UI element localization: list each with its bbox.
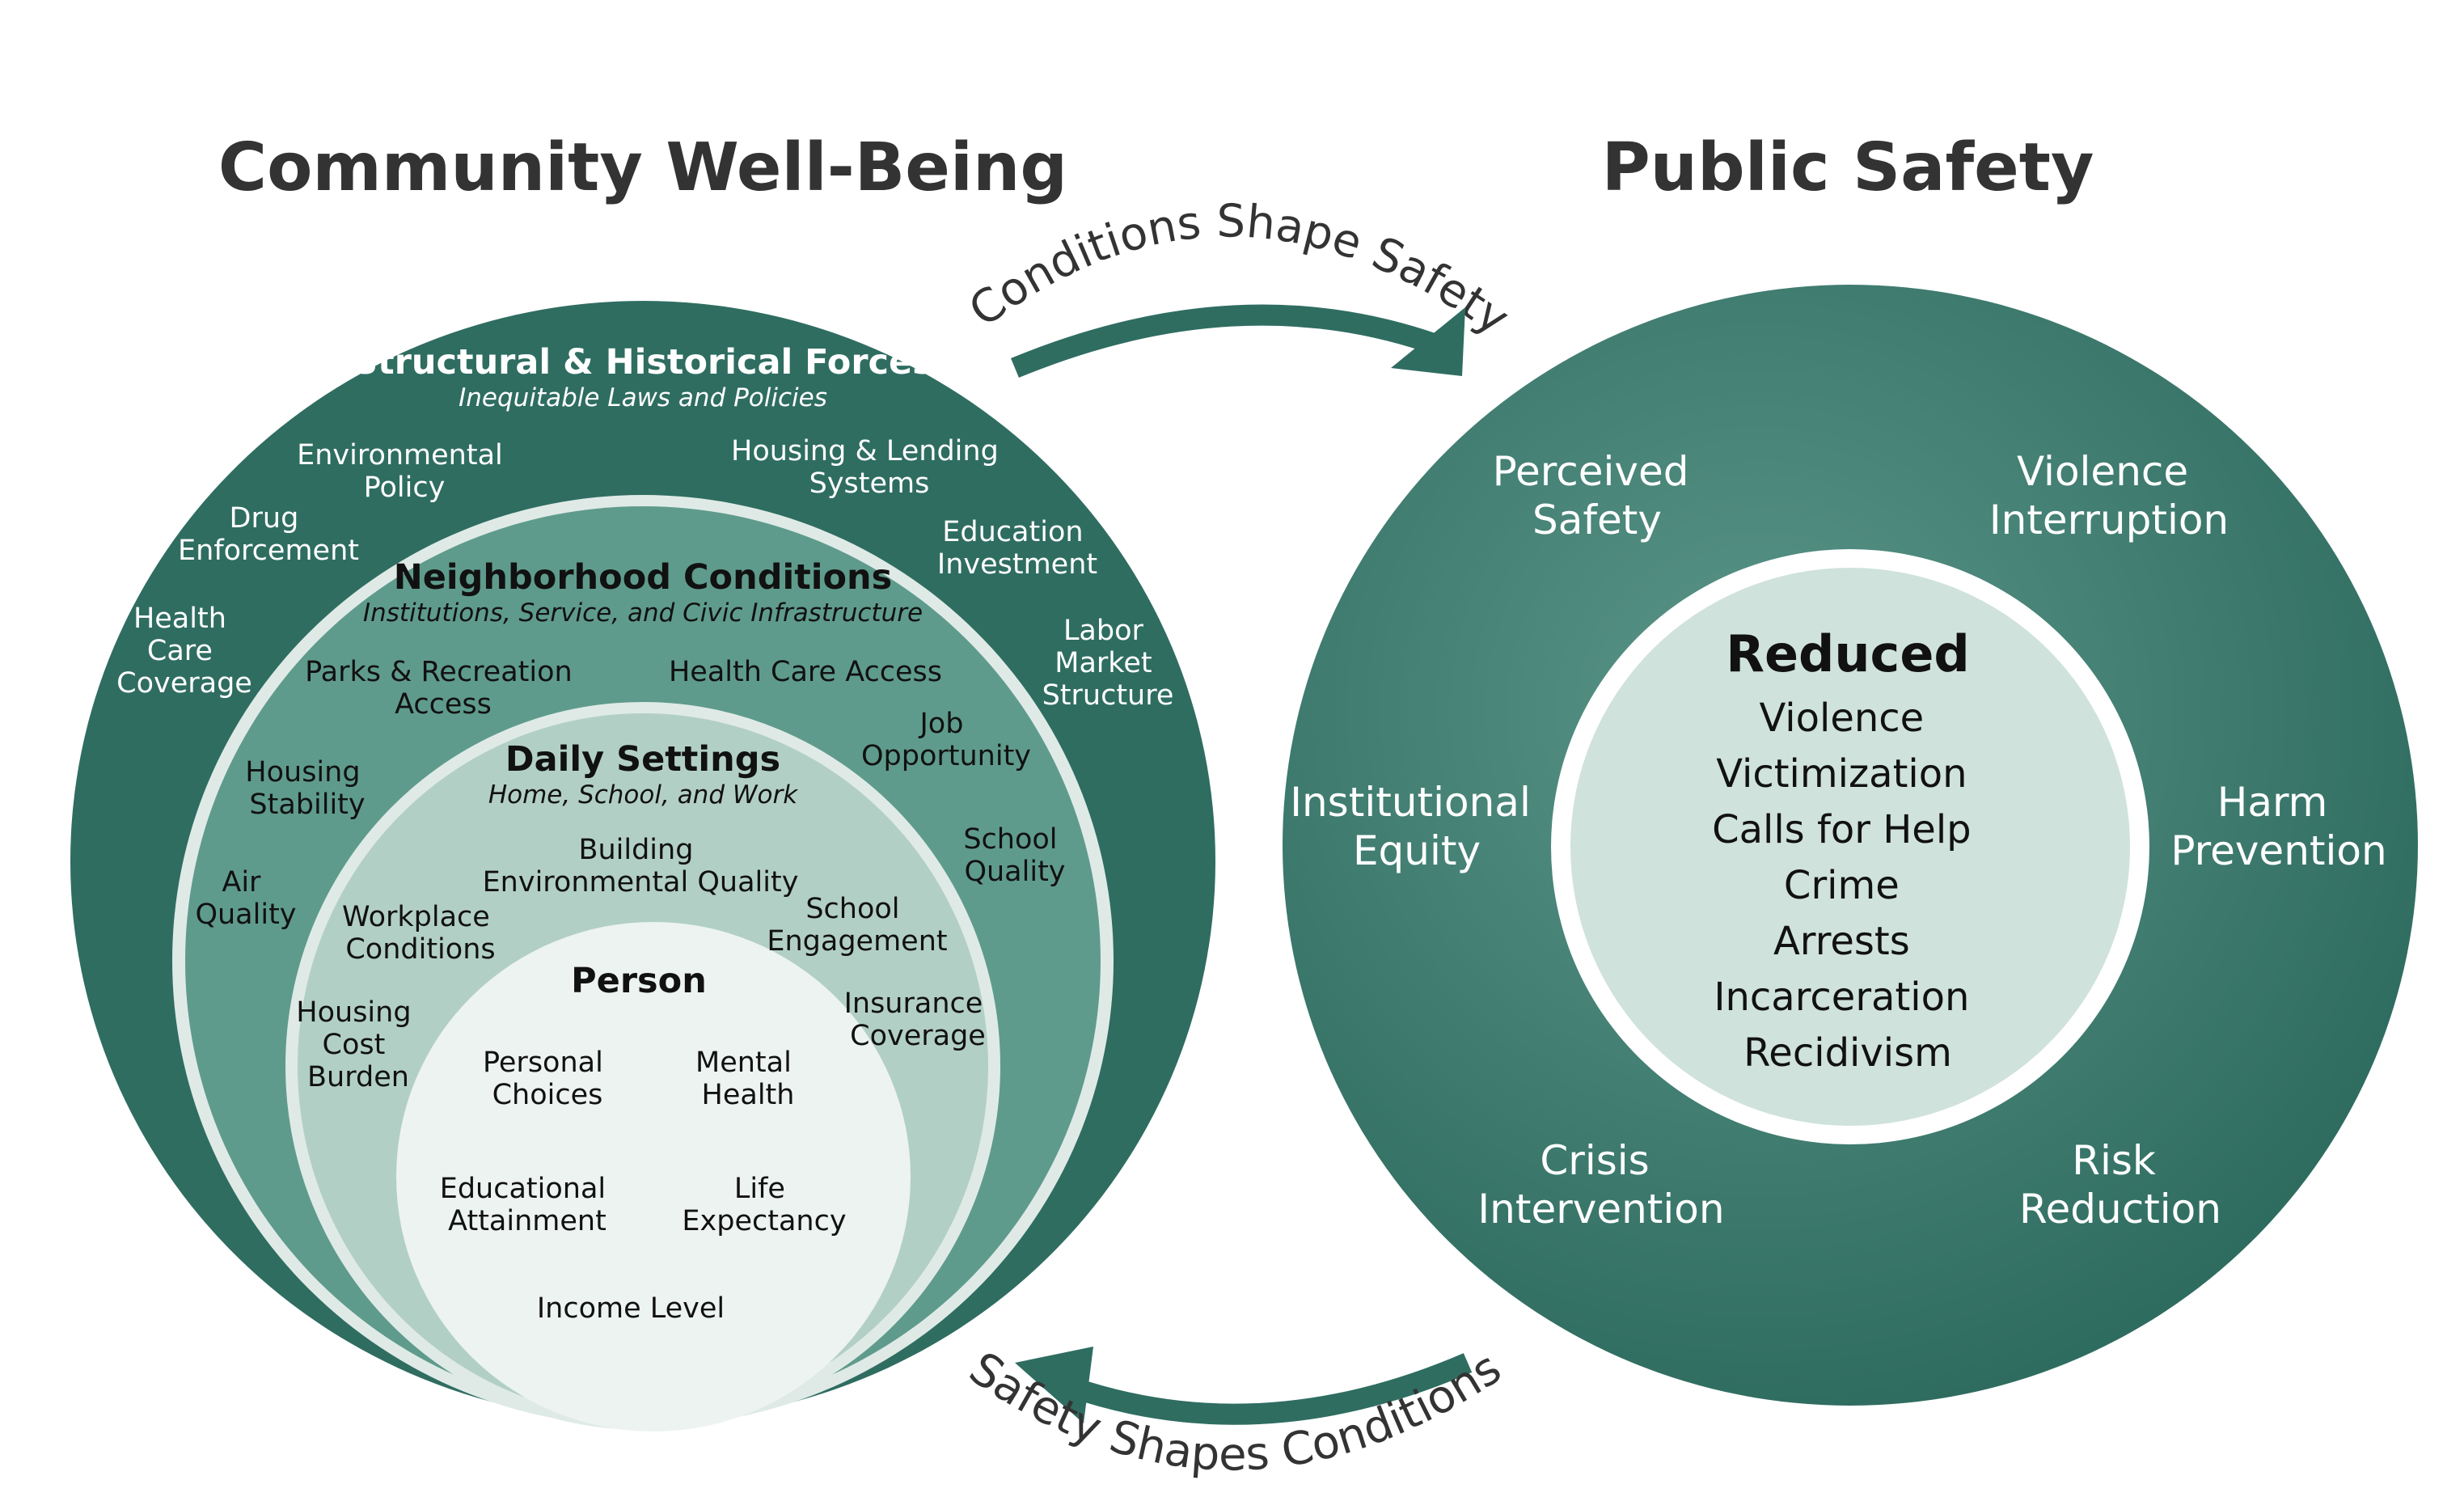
label-school-engagement: School Engagement — [767, 893, 947, 958]
reduced-item-victimization: Victimization — [1716, 751, 1967, 797]
reduced-items-list: Violence Victimization Calls for Help Cr… — [1712, 696, 1984, 1076]
label-housing-cost-burden: Housing Cost Burden — [296, 996, 420, 1093]
reduced-circle — [1570, 568, 2130, 1126]
label-workplace-conditions: Workplace Conditions — [342, 901, 499, 966]
label-labor-market-structure: Labor Market Structure — [1042, 615, 1174, 712]
label-harm-prevention: Harm Prevention — [2170, 779, 2386, 874]
label-perceived-safety: Perceived Safety — [1493, 448, 1702, 543]
arc-top-arrowhead-icon — [1391, 307, 1465, 376]
reduced-item-violence: Violence — [1760, 696, 1925, 741]
arc-bottom-arrowhead-icon — [1015, 1347, 1093, 1423]
label-parks-recreation-access: Parks & Recreation Access — [305, 656, 581, 721]
label-air-quality: Air Quality — [195, 866, 296, 931]
neighborhood-conditions-subtitle: Institutions, Service, and Civic Infrast… — [363, 598, 923, 628]
label-educational-attainment: Educational Attainment — [440, 1173, 615, 1237]
label-health-care-coverage: Health Care Coverage — [116, 603, 252, 700]
label-income-level: Income Level — [537, 1292, 725, 1325]
label-drug-enforcement: Drug Enforcement — [178, 502, 359, 567]
structural-forces-title: Structural & Historical Forces — [353, 342, 933, 383]
person-circle — [396, 922, 911, 1431]
public-safety-diagram — [1283, 285, 2418, 1406]
label-school-quality: School Quality — [963, 823, 1066, 888]
daily-settings-subtitle: Home, School, and Work — [488, 780, 798, 810]
label-risk-reduction: Risk Reduction — [2019, 1137, 2221, 1233]
label-mental-health: Mental Health — [695, 1047, 801, 1111]
label-health-care-access: Health Care Access — [669, 656, 942, 688]
neighborhood-conditions-title: Neighborhood Conditions — [394, 557, 893, 598]
reduced-item-recidivism: Recidivism — [1743, 1030, 1952, 1076]
title-public-safety: Public Safety — [1602, 129, 2094, 206]
reduced-title: Reduced — [1726, 624, 1970, 683]
label-life-expectancy: Life Expectancy — [682, 1173, 846, 1237]
label-environmental-policy: Environmental Policy — [297, 439, 512, 504]
title-community-well-being: Community Well-Being — [218, 129, 1067, 206]
reduced-item-incarceration: Incarceration — [1714, 975, 1969, 1020]
label-building-environmental-quality: Building Environmental Quality — [483, 834, 799, 899]
arc-top-arrow-shaft — [1011, 304, 1460, 378]
reduced-item-crime: Crime — [1784, 863, 1900, 908]
daily-settings-title: Daily Settings — [505, 739, 780, 780]
community-well-being-diagram — [70, 301, 1215, 1431]
label-insurance-coverage: Insurance Coverage — [844, 987, 992, 1052]
person-title: Person — [571, 961, 707, 1001]
arc-bottom-arrow-shaft — [1067, 1353, 1473, 1425]
reduced-item-arrests: Arrests — [1773, 919, 1910, 964]
label-institutional-equity: Institutional Equity — [1290, 779, 1544, 874]
label-crisis-intervention: Crisis Intervention — [1477, 1137, 1724, 1233]
label-housing-stability: Housing Stability — [245, 756, 369, 821]
label-education-investment: Education Investment — [937, 516, 1097, 581]
label-personal-choices: Personal Choices — [483, 1047, 612, 1111]
label-violence-interruption: Violence Interruption — [1989, 448, 2229, 543]
label-housing-lending-systems: Housing & Lending Systems — [731, 435, 1008, 500]
structural-forces-subtitle: Inequitable Laws and Policies — [459, 383, 827, 412]
label-job-opportunity: Job Opportunity — [861, 708, 1031, 772]
reduced-item-calls-for-help: Calls for Help — [1712, 807, 1972, 852]
